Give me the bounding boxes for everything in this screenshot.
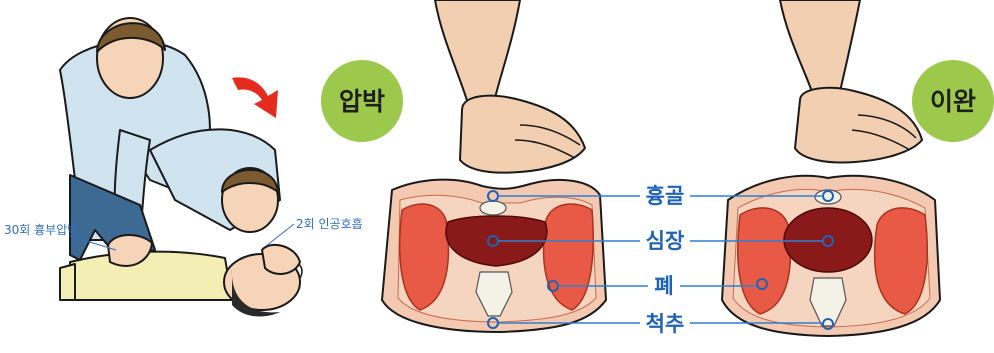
second-rescuer-hand: [262, 245, 300, 274]
curved-down-arrow-icon: [232, 77, 278, 118]
compressed-sternum: [480, 201, 506, 215]
compress-arm: [435, 0, 520, 110]
compress-badge: 압박: [321, 60, 403, 142]
release-badge: 이완: [912, 60, 994, 142]
sternum-label: 흉골: [646, 184, 685, 208]
lung-label: 폐: [654, 274, 673, 298]
relaxed-heart: [784, 208, 872, 272]
breaths-leader-line: [266, 224, 294, 246]
patient-lower-body: [60, 264, 75, 300]
breaths-label: 2회 인공호흡: [296, 217, 363, 231]
compressions-label: 30회 흉부압박: [4, 223, 78, 237]
release-badge-text: 이완: [930, 87, 976, 116]
compression-section: [382, 0, 606, 332]
release-hand: [795, 88, 922, 163]
release-arm: [780, 0, 860, 100]
anatomy-labels: 흉골 심장 폐 척추: [646, 184, 685, 336]
compress-badge-text: 압박: [339, 87, 385, 116]
cpr-scene: 30회 흉부압박 2회 인공호흡: [4, 18, 363, 316]
heart-label: 심장: [646, 229, 685, 253]
spine-label: 척추: [646, 312, 685, 336]
patient-torso: [70, 252, 232, 300]
compress-hand: [460, 96, 585, 173]
